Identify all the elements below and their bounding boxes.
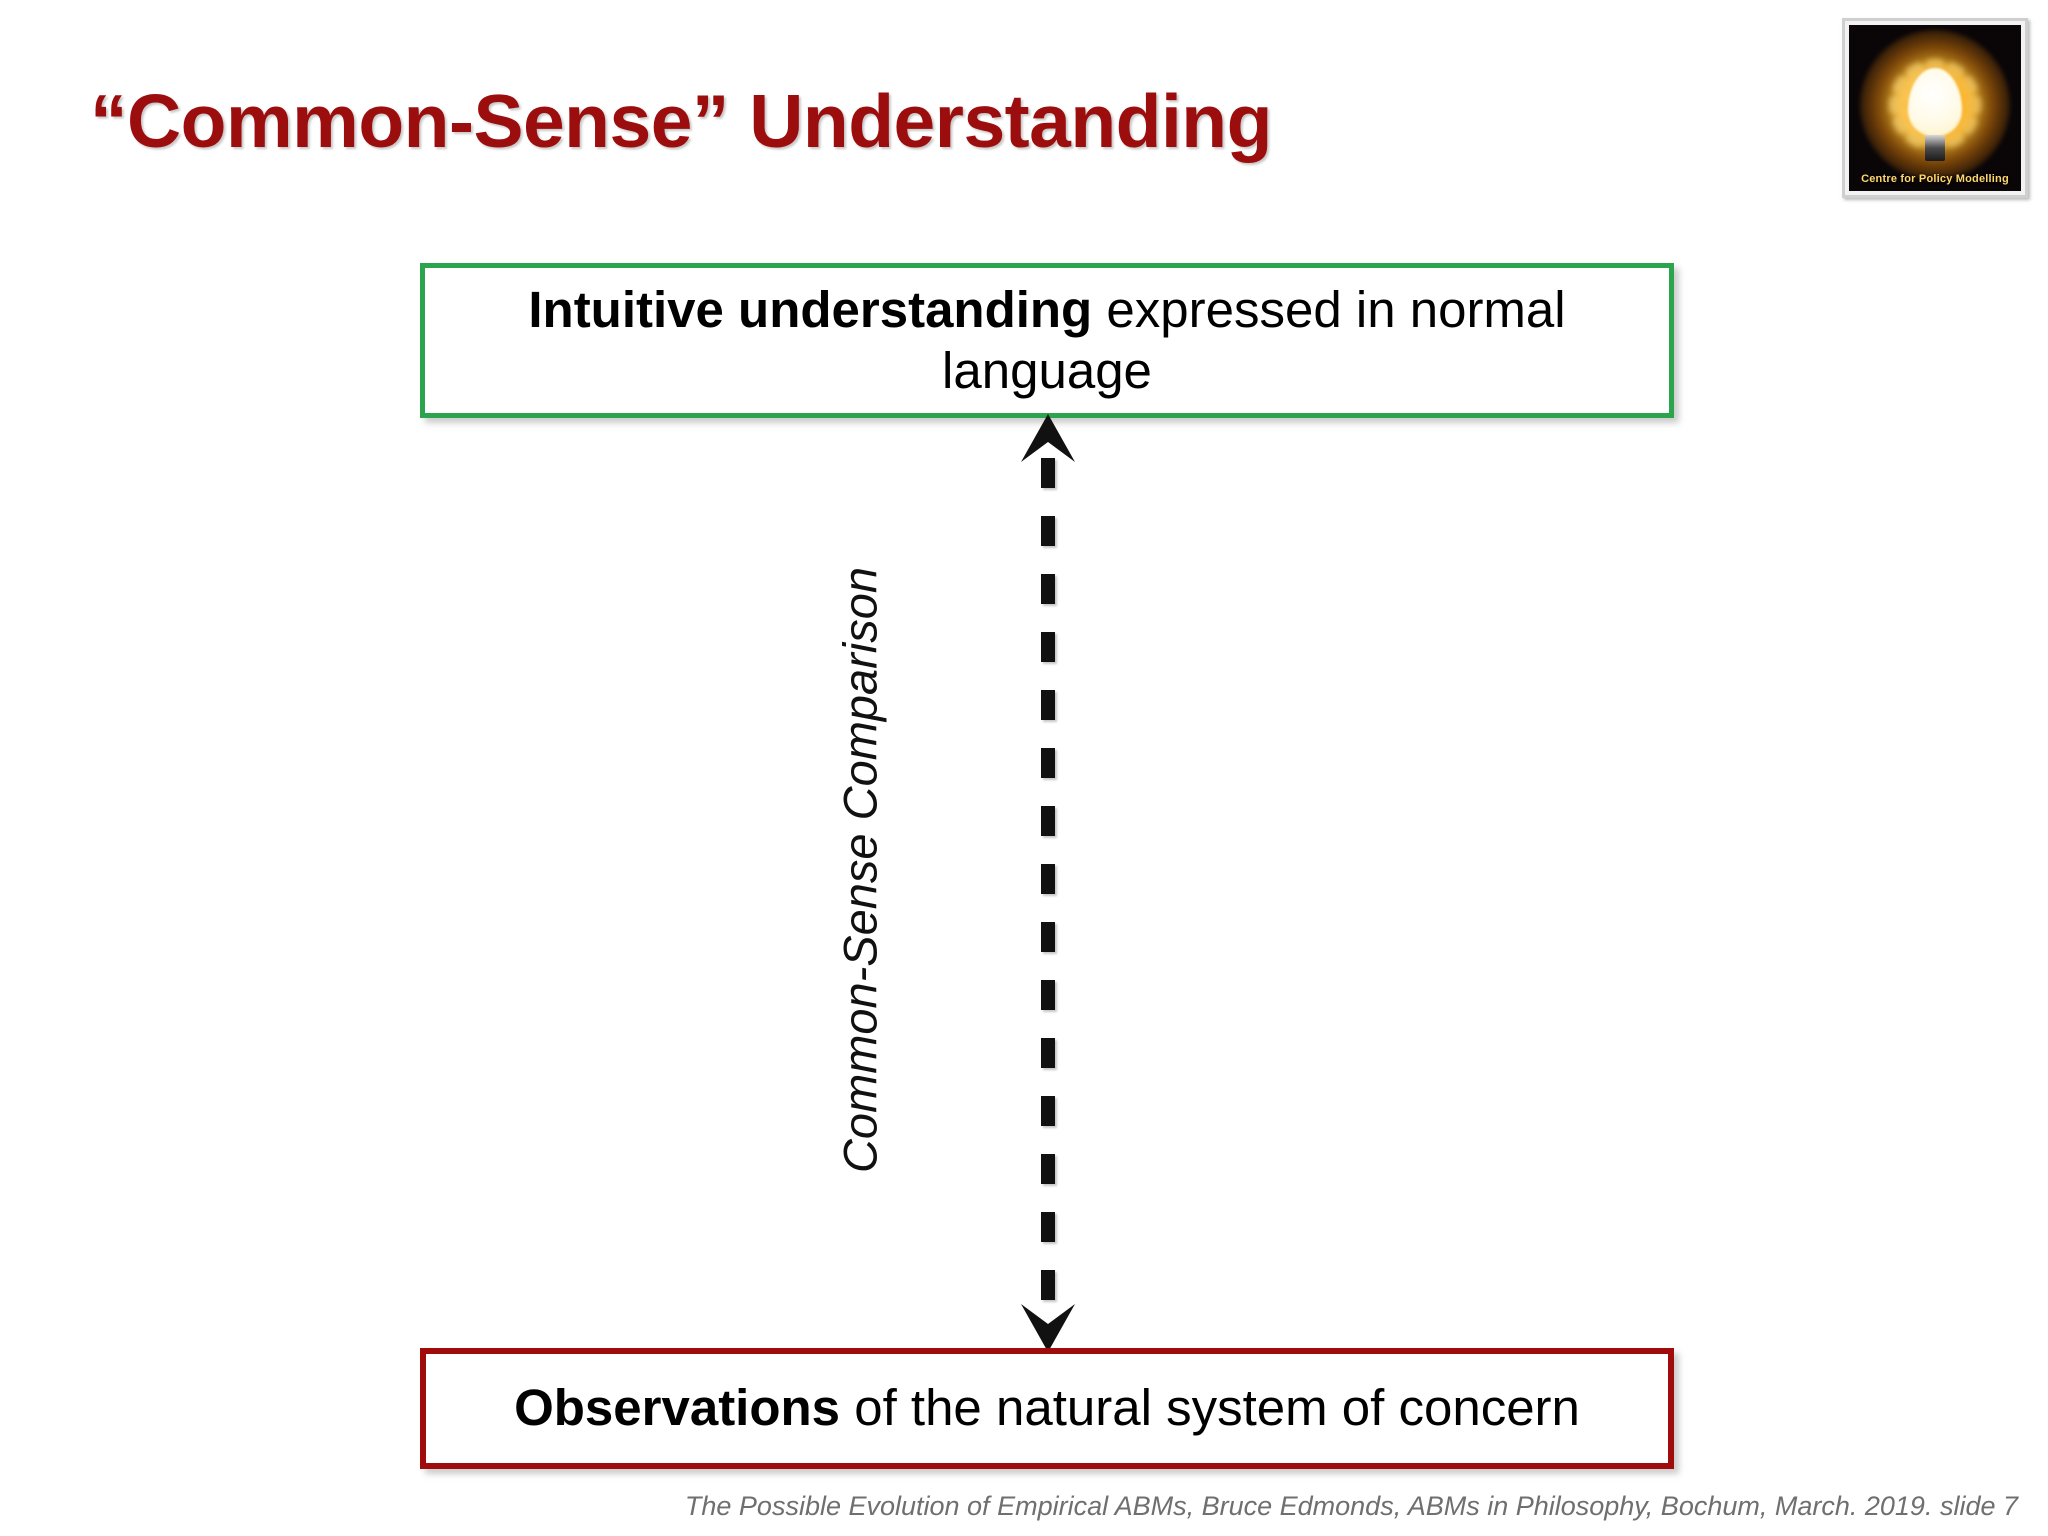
observations-bold: Observations <box>514 1379 841 1437</box>
intuitive-understanding-bold: Intuitive understanding <box>528 281 1093 339</box>
page-title: “Common-Sense” Understanding <box>90 79 1272 163</box>
intuitive-understanding-text: Intuitive understanding expressed in nor… <box>425 280 1669 400</box>
logo-caption: Centre for Policy Modelling <box>1861 173 2009 185</box>
intuitive-understanding-box: Intuitive understanding expressed in nor… <box>420 263 1674 418</box>
footer-citation: The Possible Evolution of Empirical ABMs… <box>684 1491 2018 1521</box>
common-sense-comparison-connector <box>1021 414 1075 1352</box>
connector-label: Common-Sense Comparison <box>833 566 887 1174</box>
arrow-up-icon <box>1021 414 1075 462</box>
arrow-down-icon <box>1021 1304 1075 1352</box>
observations-box: Observations of the natural system of co… <box>420 1348 1674 1469</box>
observations-rest: of the natural system of concern <box>840 1379 1580 1437</box>
bulb-icon <box>1908 68 1962 137</box>
bulb-base-icon <box>1925 134 1945 161</box>
observations-text: Observations of the natural system of co… <box>500 1378 1594 1438</box>
lightbulb-glow-icon: Centre for Policy Modelling <box>1849 25 2021 191</box>
intuitive-understanding-rest: expressed in normal language <box>942 281 1566 399</box>
dashed-line <box>1041 458 1055 1308</box>
logo: Centre for Policy Modelling <box>1842 18 2028 198</box>
